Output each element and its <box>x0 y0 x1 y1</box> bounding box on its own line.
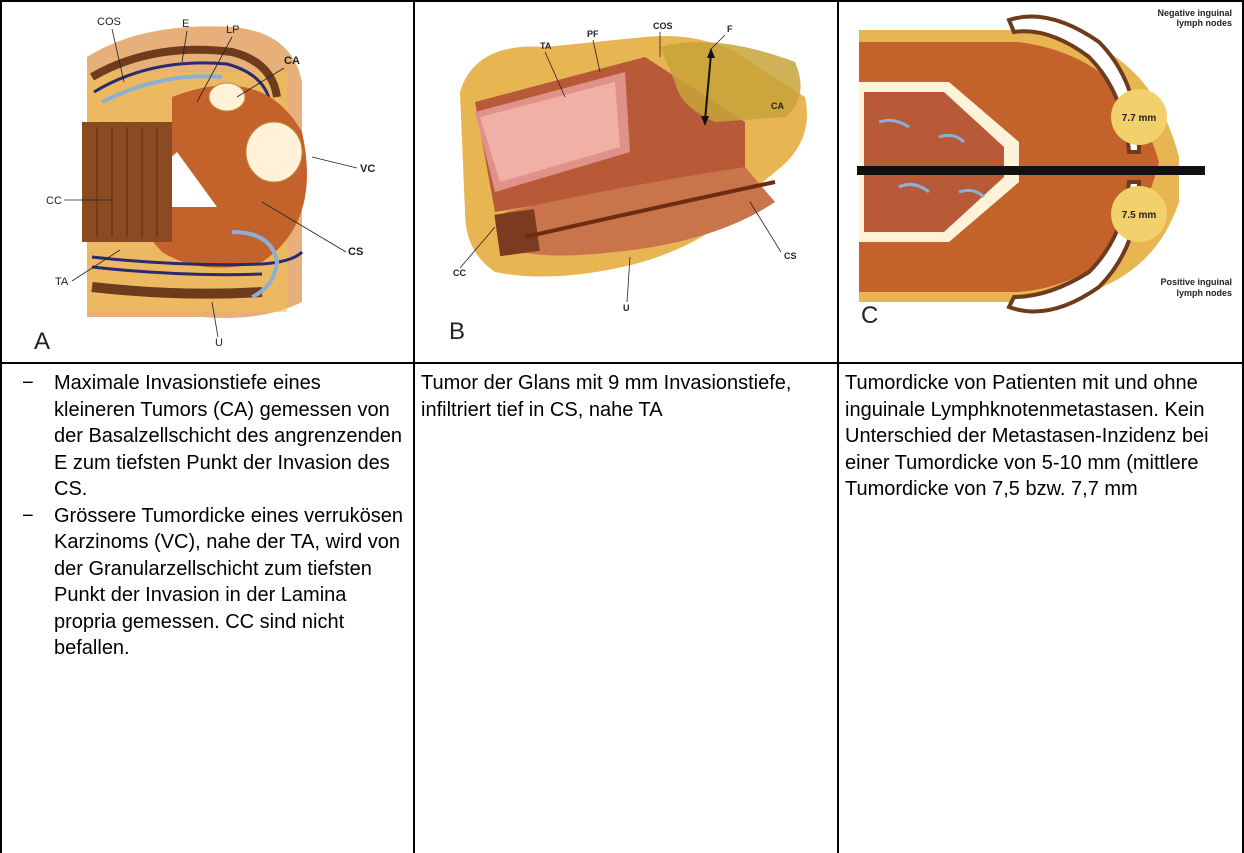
caption-a-item: − Grössere Tumordicke eines verrukösen K… <box>2 503 407 662</box>
panel-c-illustration: 7.7 mm 7.5 mm Negative inguinal lymph no… <box>839 2 1242 362</box>
neg-nodes-sub: lymph nodes <box>1176 18 1232 28</box>
label-cs-a: CS <box>348 246 363 258</box>
label-cos-b: COS <box>653 21 673 31</box>
label-cos-a: COS <box>97 16 121 28</box>
pos-nodes-sub: lymph nodes <box>1176 288 1232 298</box>
list-dash: − <box>22 370 34 397</box>
pos-nodes-title: Positive inguinal <box>1160 277 1232 287</box>
label-ta-b: TA <box>540 41 552 51</box>
panel-b-letter: B <box>449 318 465 346</box>
caption-b-text: Tumor der Glans mit 9 mm Invasionstiefe,… <box>421 372 792 421</box>
panel-a: COS E LP CA VC CC CS TA U A <box>2 2 413 362</box>
panel-a-illustration: COS E LP CA VC CC CS TA U <box>2 2 413 362</box>
label-pf-b: PF <box>587 29 599 39</box>
panel-c-letter: C <box>861 302 878 330</box>
caption-a-item-text: Maximale Invasionstiefe eines kleineren … <box>54 372 402 500</box>
label-f-b: F <box>727 24 733 34</box>
label-cs-b: CS <box>784 251 797 261</box>
neg-nodes-title: Negative inguinal <box>1157 8 1232 18</box>
label-lp-a: LP <box>226 24 239 36</box>
caption-a-item-text: Grössere Tumordicke eines verrukösen Kar… <box>54 505 403 660</box>
value-7-7: 7.7 mm <box>1122 113 1157 124</box>
label-ca-a: CA <box>284 55 300 67</box>
caption-b: Tumor der Glans mit 9 mm Invasionstiefe,… <box>421 370 831 853</box>
label-vc-a: VC <box>360 163 375 175</box>
list-dash: − <box>22 503 34 530</box>
label-u-a: U <box>215 337 223 349</box>
value-7-5: 7.5 mm <box>1122 210 1157 221</box>
label-e-a: E <box>182 18 189 30</box>
label-cc-b: CC <box>453 268 466 278</box>
label-u-b: U <box>623 303 630 313</box>
panel-b-illustration: TA PF COS F CA CC CS U <box>415 2 837 362</box>
label-cc-a: CC <box>46 195 62 207</box>
label-ta-a: TA <box>55 276 69 288</box>
caption-a: − Maximale Invasionstiefe eines kleinere… <box>2 370 407 853</box>
panel-a-letter: A <box>34 328 50 356</box>
caption-c-text: Tumordicke von Patienten mit und ohne in… <box>845 372 1209 500</box>
panel-c: 7.7 mm 7.5 mm Negative inguinal lymph no… <box>839 2 1242 362</box>
caption-c: Tumordicke von Patienten mit und ohne in… <box>845 370 1237 853</box>
label-ca-b: CA <box>771 101 784 111</box>
table-row-divider <box>0 362 1244 364</box>
caption-a-item: − Maximale Invasionstiefe eines kleinere… <box>2 370 407 503</box>
panel-b: TA PF COS F CA CC CS U B <box>415 2 837 362</box>
caption-a-list: − Maximale Invasionstiefe eines kleinere… <box>2 370 407 662</box>
